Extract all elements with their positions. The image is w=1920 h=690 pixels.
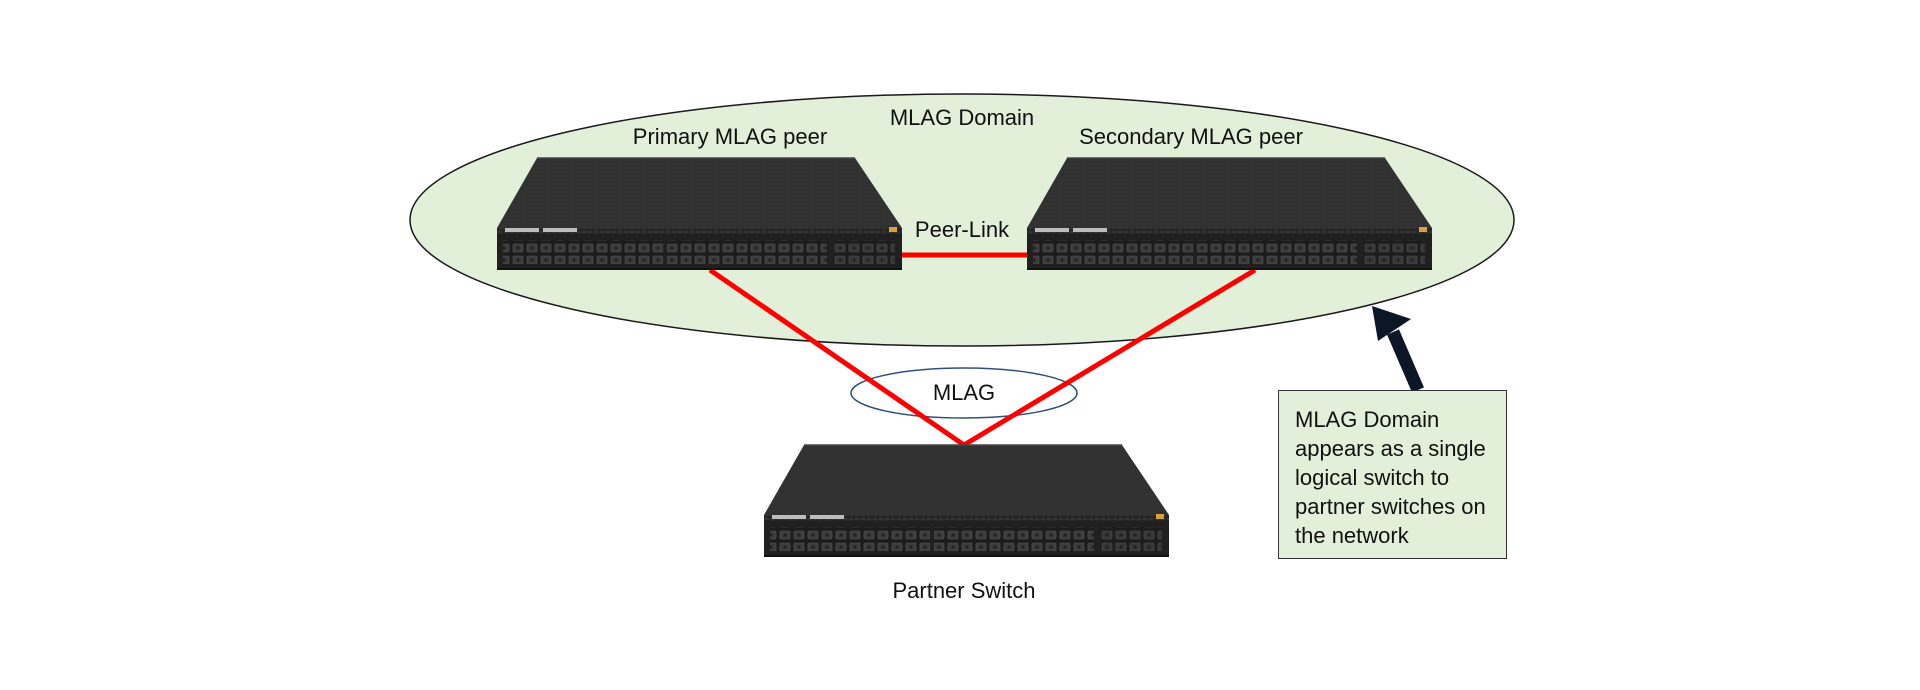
mlag-label: MLAG [932, 380, 996, 405]
peer-link-label: Peer-Link [914, 217, 1010, 242]
mlag-link-primary [708, 267, 966, 448]
secondary-peer-label: Secondary MLAG peer [1079, 124, 1303, 149]
mlag-link-secondary [962, 267, 1257, 448]
secondary-switch-icon [1026, 157, 1433, 271]
arrow-icon [1372, 306, 1424, 393]
primary-peer-label: Primary MLAG peer [632, 124, 828, 149]
primary-switch-icon [496, 157, 903, 271]
partner-switch-label: Partner Switch [892, 578, 1036, 603]
callout-text: MLAG Domain appears as a single logical … [1295, 407, 1486, 548]
callout-box: MLAG Domain appears as a single logical … [1278, 390, 1507, 559]
mlag-domain-label: MLAG Domain [889, 105, 1035, 130]
partner-switch-icon [763, 444, 1170, 558]
